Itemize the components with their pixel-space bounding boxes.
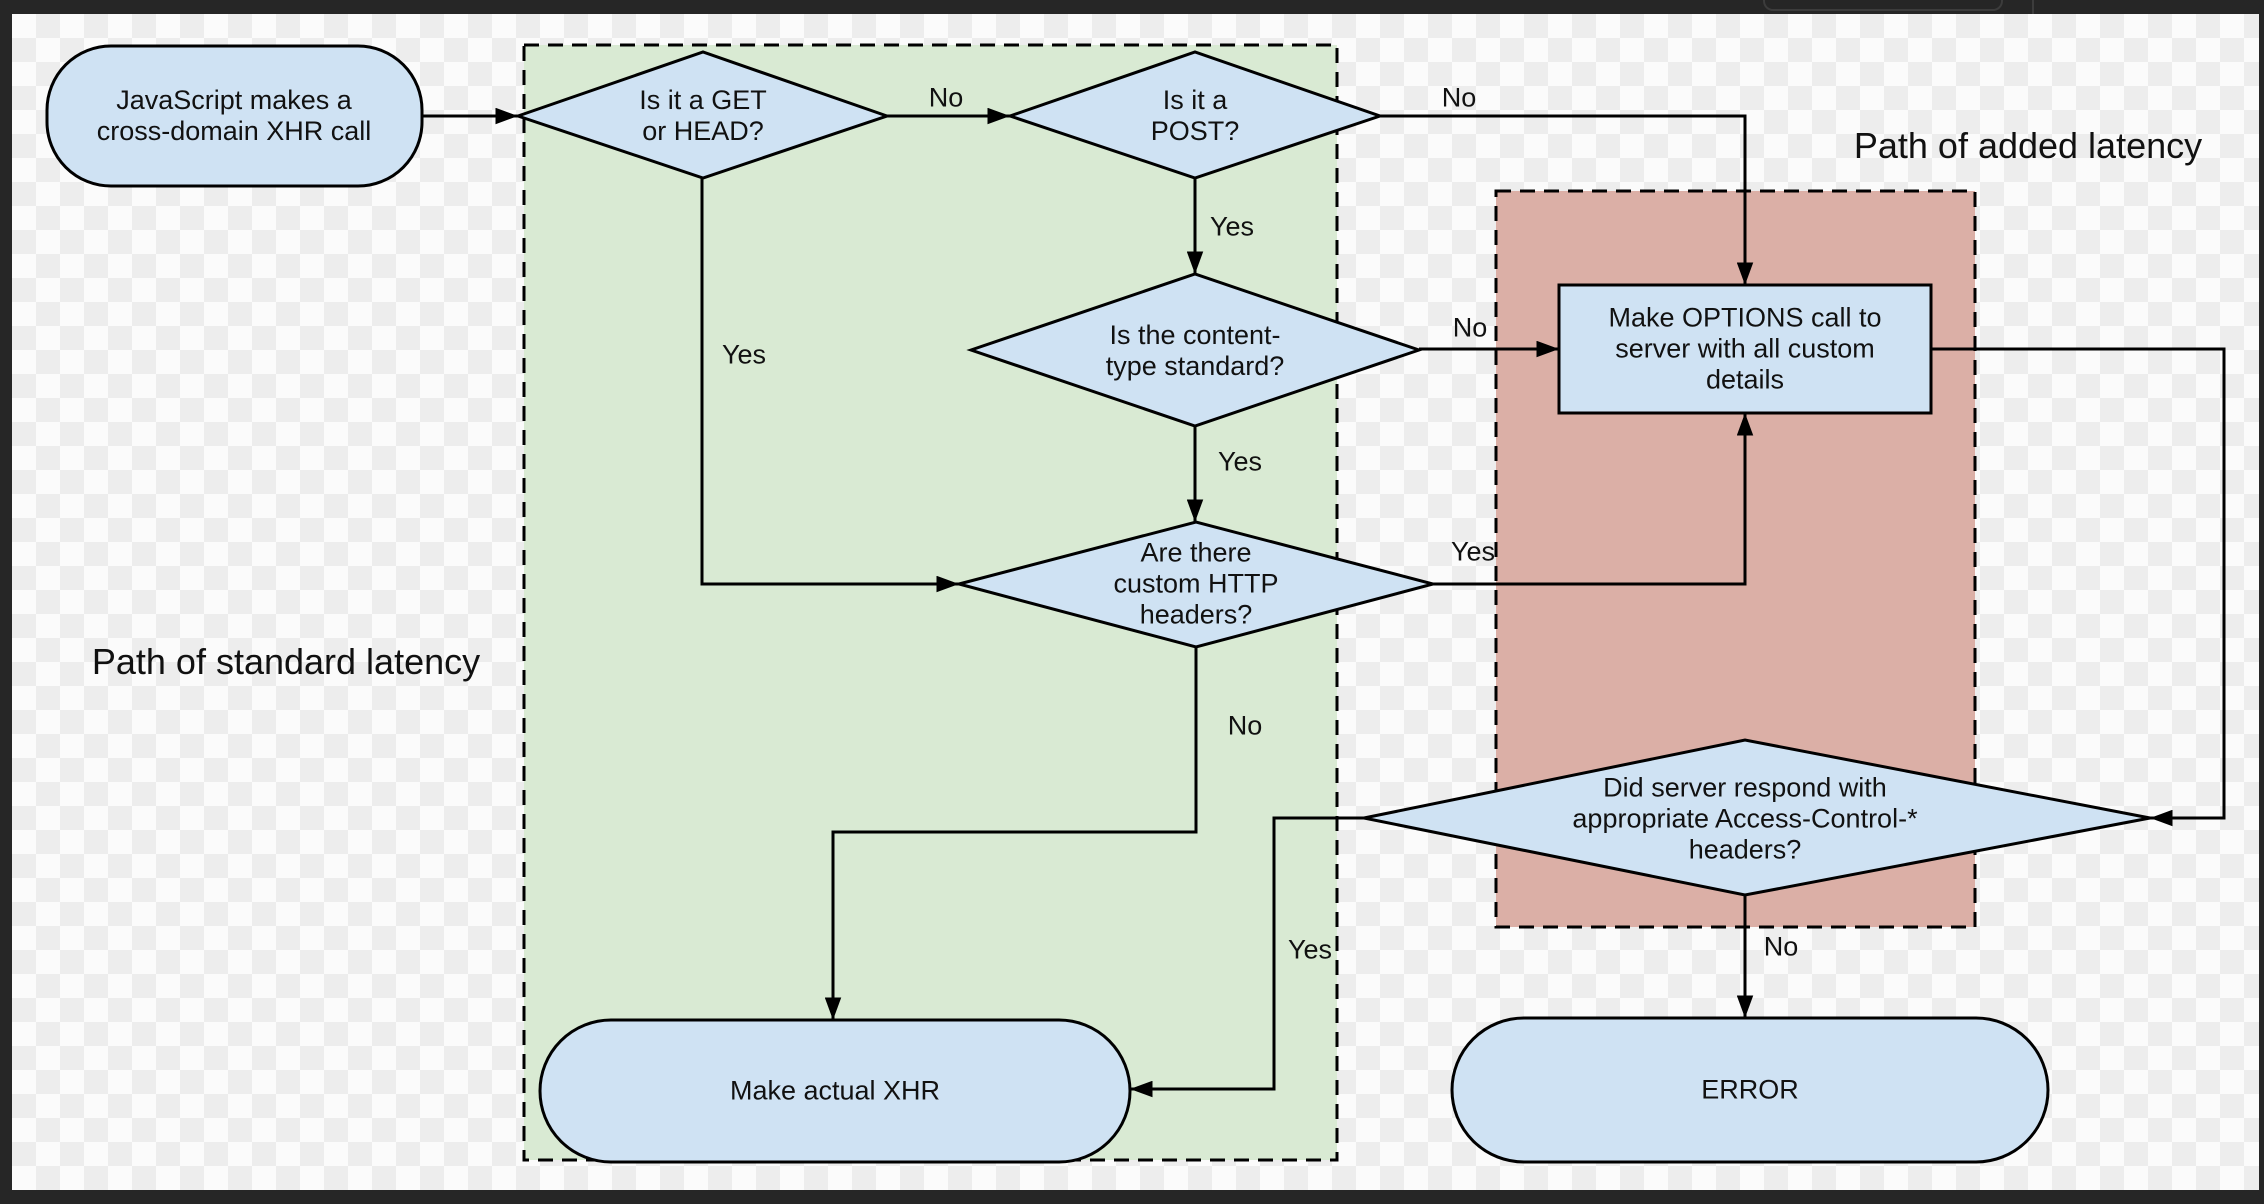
browser-tab-shape xyxy=(1763,0,2003,11)
options-process-shape xyxy=(1557,283,1933,415)
error-terminal-shape xyxy=(1450,1016,2050,1164)
edge-customheaders-no-to-xhr xyxy=(824,647,1198,1020)
edge-gethead-yes-to-customheaders xyxy=(700,178,959,593)
serverrespond-decision-shape xyxy=(1363,738,2151,897)
gethead-decision-shape xyxy=(513,50,892,180)
edge-label-serverrespond-yes: Yes xyxy=(1287,934,1333,965)
edge-label-customheaders-no: No xyxy=(1227,710,1263,741)
error-terminal-label: ERROR xyxy=(1701,1074,1799,1105)
customheaders-decision-label: Are there custom HTTP headers? xyxy=(1113,537,1279,630)
post-decision-label: Is it a POST? xyxy=(1150,85,1240,146)
post-decision-shape xyxy=(1005,50,1385,180)
contenttype-decision-shape xyxy=(966,272,1424,428)
edge-label-customheaders-yes: Yes xyxy=(1450,536,1496,567)
serverrespond-decision-label: Did server respond with appropriate Acce… xyxy=(1572,772,1918,865)
contenttype-decision-label: Is the content- type standard? xyxy=(1105,320,1285,381)
xhr-terminal-shape xyxy=(538,1018,1132,1164)
edge-customheaders-yes-to-options xyxy=(1433,413,1754,586)
edge-label-post-yes: Yes xyxy=(1209,211,1255,242)
region-label-standard-latency: Path of standard latency xyxy=(91,641,481,682)
region-label-added-latency: Path of added latency xyxy=(1853,125,2203,166)
edge-label-contenttype-no: No xyxy=(1452,312,1488,343)
edge-label-contenttype-yes: Yes xyxy=(1217,446,1263,477)
edge-serverrespond-yes-to-xhr xyxy=(1130,816,1364,1098)
edge-label-gethead-yes: Yes xyxy=(721,339,767,370)
options-process-label: Make OPTIONS call to server with all cus… xyxy=(1608,302,1882,395)
start-node-shape xyxy=(45,44,424,188)
edge-label-serverrespond-no: No xyxy=(1763,931,1799,962)
customheaders-decision-shape xyxy=(953,520,1439,649)
topbar-divider xyxy=(2032,0,2034,14)
xhr-terminal-label: Make actual XHR xyxy=(729,1075,941,1106)
edge-options-to-serverrespond xyxy=(1931,347,2226,827)
edge-post-no-to-options xyxy=(1380,114,1754,285)
edge-label-gethead-no: No xyxy=(928,82,964,113)
gethead-decision-label: Is it a GET or HEAD? xyxy=(639,85,767,146)
start-node-label: JavaScript makes a cross-domain XHR call xyxy=(96,85,372,146)
edge-label-post-no: No xyxy=(1441,82,1477,113)
